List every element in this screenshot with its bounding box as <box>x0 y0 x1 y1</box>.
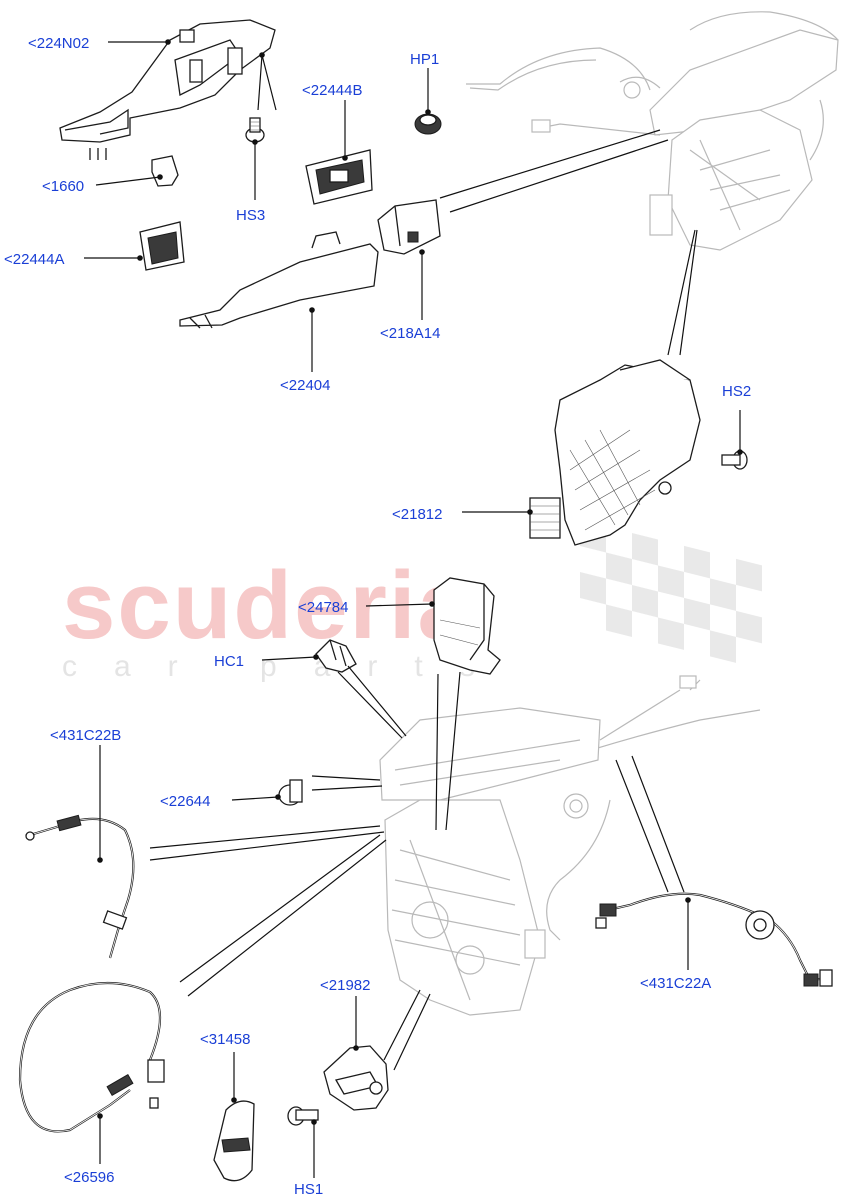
ghost-assembly-lower <box>379 675 761 1016</box>
part-21982-striker[interactable] <box>323 1045 389 1111</box>
part-labels: <224N02 HP1 <22444B <1660 HS3 <22444A <2… <box>4 35 751 1198</box>
label-21982[interactable]: <21982 <box>320 977 370 994</box>
part-HS2-screw[interactable] <box>721 450 748 470</box>
part-HP1-plug[interactable] <box>414 113 442 135</box>
label-HP1[interactable]: HP1 <box>410 51 439 68</box>
label-22444B[interactable]: <22444B <box>302 82 362 99</box>
ghost-assembly-upper <box>466 11 839 251</box>
label-431C22B[interactable]: <431C22B <box>50 727 121 744</box>
part-431C22B-cable[interactable] <box>25 814 135 959</box>
watermark-checker-flag <box>580 520 762 663</box>
part-431C22A-cable[interactable] <box>595 892 833 987</box>
part-HS1-screw[interactable] <box>287 1106 319 1126</box>
part-26596-cable[interactable] <box>18 981 165 1133</box>
watermark-tagline: car parts <box>62 650 512 683</box>
label-224N02[interactable]: <224N02 <box>28 35 89 52</box>
part-22444A-gasket[interactable] <box>139 221 185 271</box>
part-22404-door-handle[interactable] <box>179 231 379 329</box>
part-218A14-cover[interactable] <box>377 199 441 255</box>
label-218A14[interactable]: <218A14 <box>380 325 440 342</box>
label-24784[interactable]: <24784 <box>298 599 348 616</box>
label-HS1[interactable]: HS1 <box>294 1181 323 1198</box>
label-21812[interactable]: <21812 <box>392 506 442 523</box>
label-22404[interactable]: <22404 <box>280 377 330 394</box>
leader-dots <box>97 39 743 1125</box>
leader-lines <box>84 41 741 1178</box>
label-HC1[interactable]: HC1 <box>214 653 244 670</box>
label-HS3[interactable]: HS3 <box>236 207 265 224</box>
part-22444B-gasket[interactable] <box>305 149 373 205</box>
label-22644[interactable]: <22644 <box>160 793 210 810</box>
label-HS2[interactable]: HS2 <box>722 383 751 400</box>
part-HC1-clip[interactable] <box>315 639 357 673</box>
watermark: scuderia car parts <box>62 520 762 683</box>
part-21812-door-lock[interactable] <box>529 359 701 546</box>
part-224N02-handle-carrier[interactable] <box>59 19 276 160</box>
part-31458-cover[interactable] <box>213 1100 255 1182</box>
label-22444A[interactable]: <22444A <box>4 251 64 268</box>
watermark-brand: scuderia <box>62 552 473 659</box>
label-431C22A[interactable]: <431C22A <box>640 975 711 992</box>
part-1660-cap[interactable] <box>151 155 179 187</box>
part-24784-bracket[interactable] <box>433 577 501 675</box>
label-1660[interactable]: <1660 <box>42 178 84 195</box>
label-26596[interactable]: <26596 <box>64 1169 114 1186</box>
label-31458[interactable]: <31458 <box>200 1031 250 1048</box>
part-22644-bumper[interactable] <box>278 779 303 806</box>
part-HS3-screw[interactable] <box>245 117 265 143</box>
